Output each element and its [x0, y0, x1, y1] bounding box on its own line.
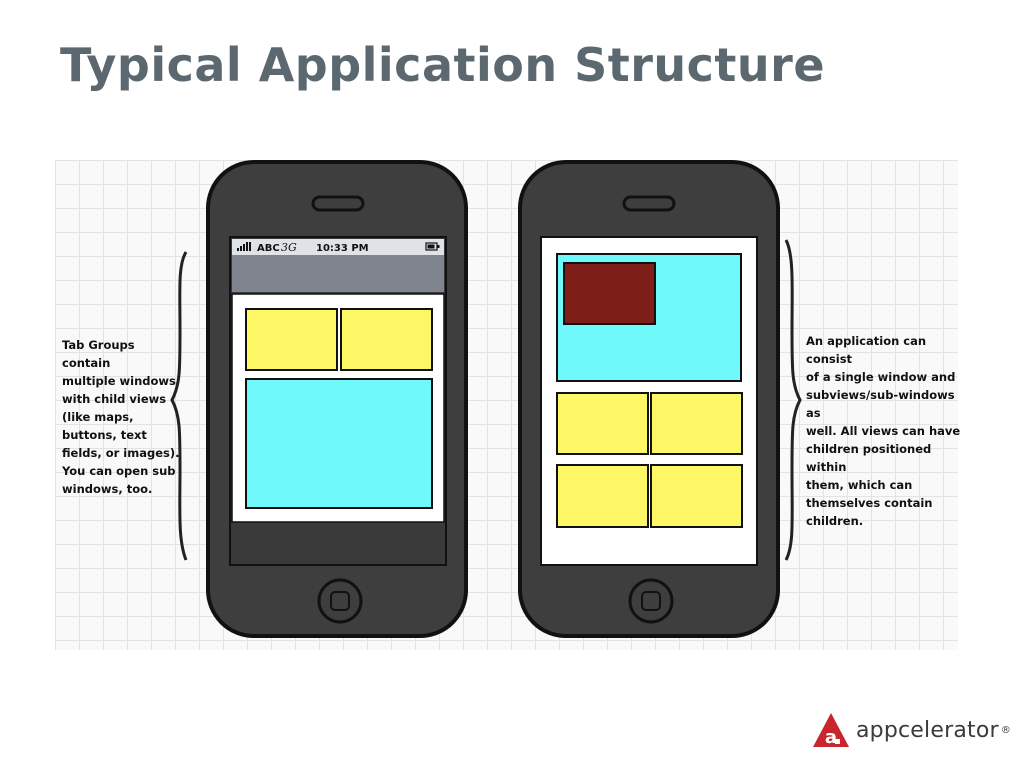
logo-registered-mark: ®: [1000, 724, 1011, 736]
right-dark-red-view: [563, 262, 656, 325]
left-brace: [170, 251, 188, 561]
appcelerator-logo-icon: a: [813, 713, 849, 748]
left-status-bar: [232, 239, 444, 255]
logo-wordmark: appcelerator: [856, 717, 999, 743]
left-cyan-view: [245, 378, 433, 509]
status-time: 10:33 PM: [316, 243, 369, 254]
left-yellow-view-1: [245, 308, 338, 371]
left-yellow-view-2: [340, 308, 433, 371]
right-brace: [784, 239, 802, 561]
right-yellow-view-2: [650, 392, 743, 455]
right-home-button: [628, 578, 674, 624]
battery-icon: [425, 242, 440, 251]
svg-text:a: a: [825, 727, 837, 748]
right-phone: [518, 160, 780, 638]
right-yellow-view-3: [556, 464, 649, 528]
signal-icon: [237, 242, 251, 251]
diagram-background-grid: [55, 160, 958, 650]
status-network: 3G: [281, 241, 297, 254]
right-yellow-view-1: [556, 392, 649, 455]
left-home-button: [317, 578, 363, 624]
left-annotation: Tab Groups contain multiple windows with…: [62, 338, 180, 496]
left-nav-bar: [232, 255, 444, 292]
left-tab-bar: [232, 524, 444, 562]
left-phone: ABC 3G 10:33 PM: [206, 160, 468, 638]
right-phone-speaker: [622, 195, 676, 212]
left-phone-speaker: [311, 195, 365, 212]
status-carrier: ABC: [257, 243, 280, 254]
slide-title: Typical Application Structure: [60, 38, 826, 92]
right-home-button-square: [641, 591, 661, 611]
right-yellow-view-4: [650, 464, 743, 528]
right-annotation: An application can consist of a single w…: [806, 334, 961, 528]
left-home-button-square: [330, 591, 350, 611]
appcelerator-logo: a appcelerator ®: [812, 712, 1011, 748]
